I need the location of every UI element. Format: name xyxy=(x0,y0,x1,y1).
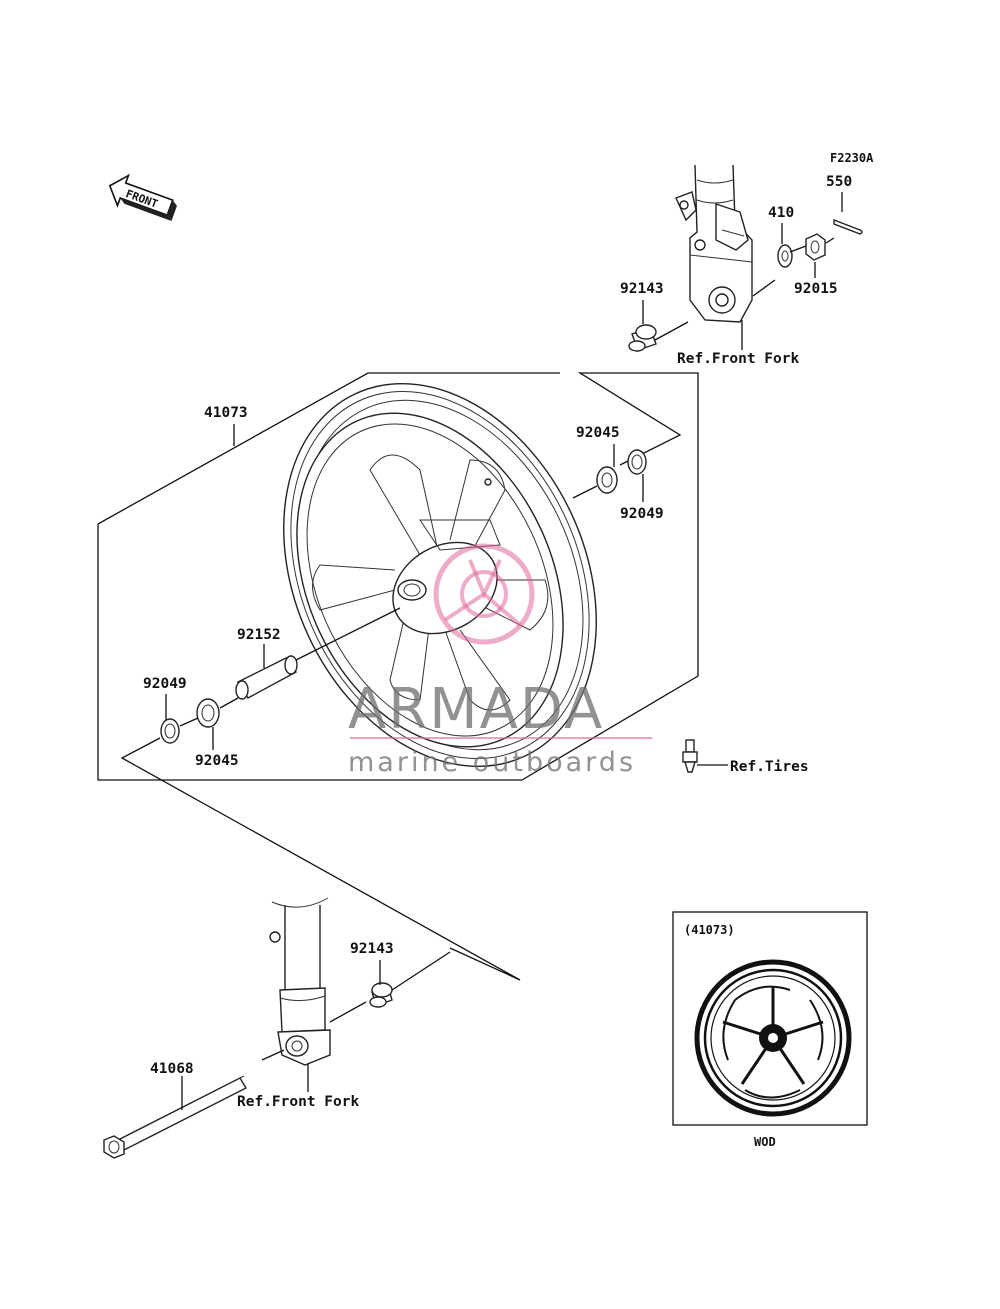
label-410: 410 xyxy=(768,205,794,221)
front-fork-left-drawing xyxy=(269,897,331,1066)
ref-front-fork-top: Ref.Front Fork xyxy=(677,351,799,367)
valve-stem xyxy=(682,739,698,773)
seal-92049-right xyxy=(627,449,647,475)
axle-41068 xyxy=(103,1075,247,1159)
label-92045-right: 92045 xyxy=(576,425,620,441)
ref-front-fork-bottom: Ref.Front Fork xyxy=(237,1094,359,1110)
spacer-92152 xyxy=(235,655,298,700)
seal-92049-left xyxy=(160,718,180,744)
inset-title: (41073) xyxy=(684,923,735,937)
inset-frame xyxy=(672,911,868,1126)
nut-92015 xyxy=(805,233,826,261)
label-92045-left: 92045 xyxy=(195,753,239,769)
label-92049-left: 92049 xyxy=(143,676,187,692)
group-outline xyxy=(97,372,699,781)
label-41068: 41068 xyxy=(150,1061,194,1077)
label-92015: 92015 xyxy=(794,281,838,297)
ref-tires: Ref.Tires xyxy=(730,759,809,775)
label-92049-right: 92049 xyxy=(620,506,664,522)
washer-410 xyxy=(777,244,793,268)
label-550: 550 xyxy=(826,174,852,190)
inset-wheel-icon xyxy=(694,959,852,1117)
cotter-pin-550 xyxy=(833,218,863,235)
front-arrow-icon: FRONT xyxy=(108,173,177,221)
bearing-92045-left xyxy=(196,698,220,728)
label-92143-top: 92143 xyxy=(620,281,664,297)
label-92152: 92152 xyxy=(237,627,281,643)
label-92143-bottom: 92143 xyxy=(350,941,394,957)
watermark-subtitle: marine outboards xyxy=(348,747,636,778)
collar-92143-top xyxy=(628,324,657,352)
inset-caption: WOD xyxy=(754,1135,776,1149)
collar-92143-bottom xyxy=(369,982,393,1008)
watermark: ARMADA marine outboards xyxy=(348,543,652,778)
watermark-title: ARMADA xyxy=(348,677,604,742)
bearing-92045-right xyxy=(596,466,618,494)
label-41073: 41073 xyxy=(204,405,248,421)
front-fork-right-drawing xyxy=(675,164,753,323)
diagram-code: F2230A xyxy=(830,151,874,165)
